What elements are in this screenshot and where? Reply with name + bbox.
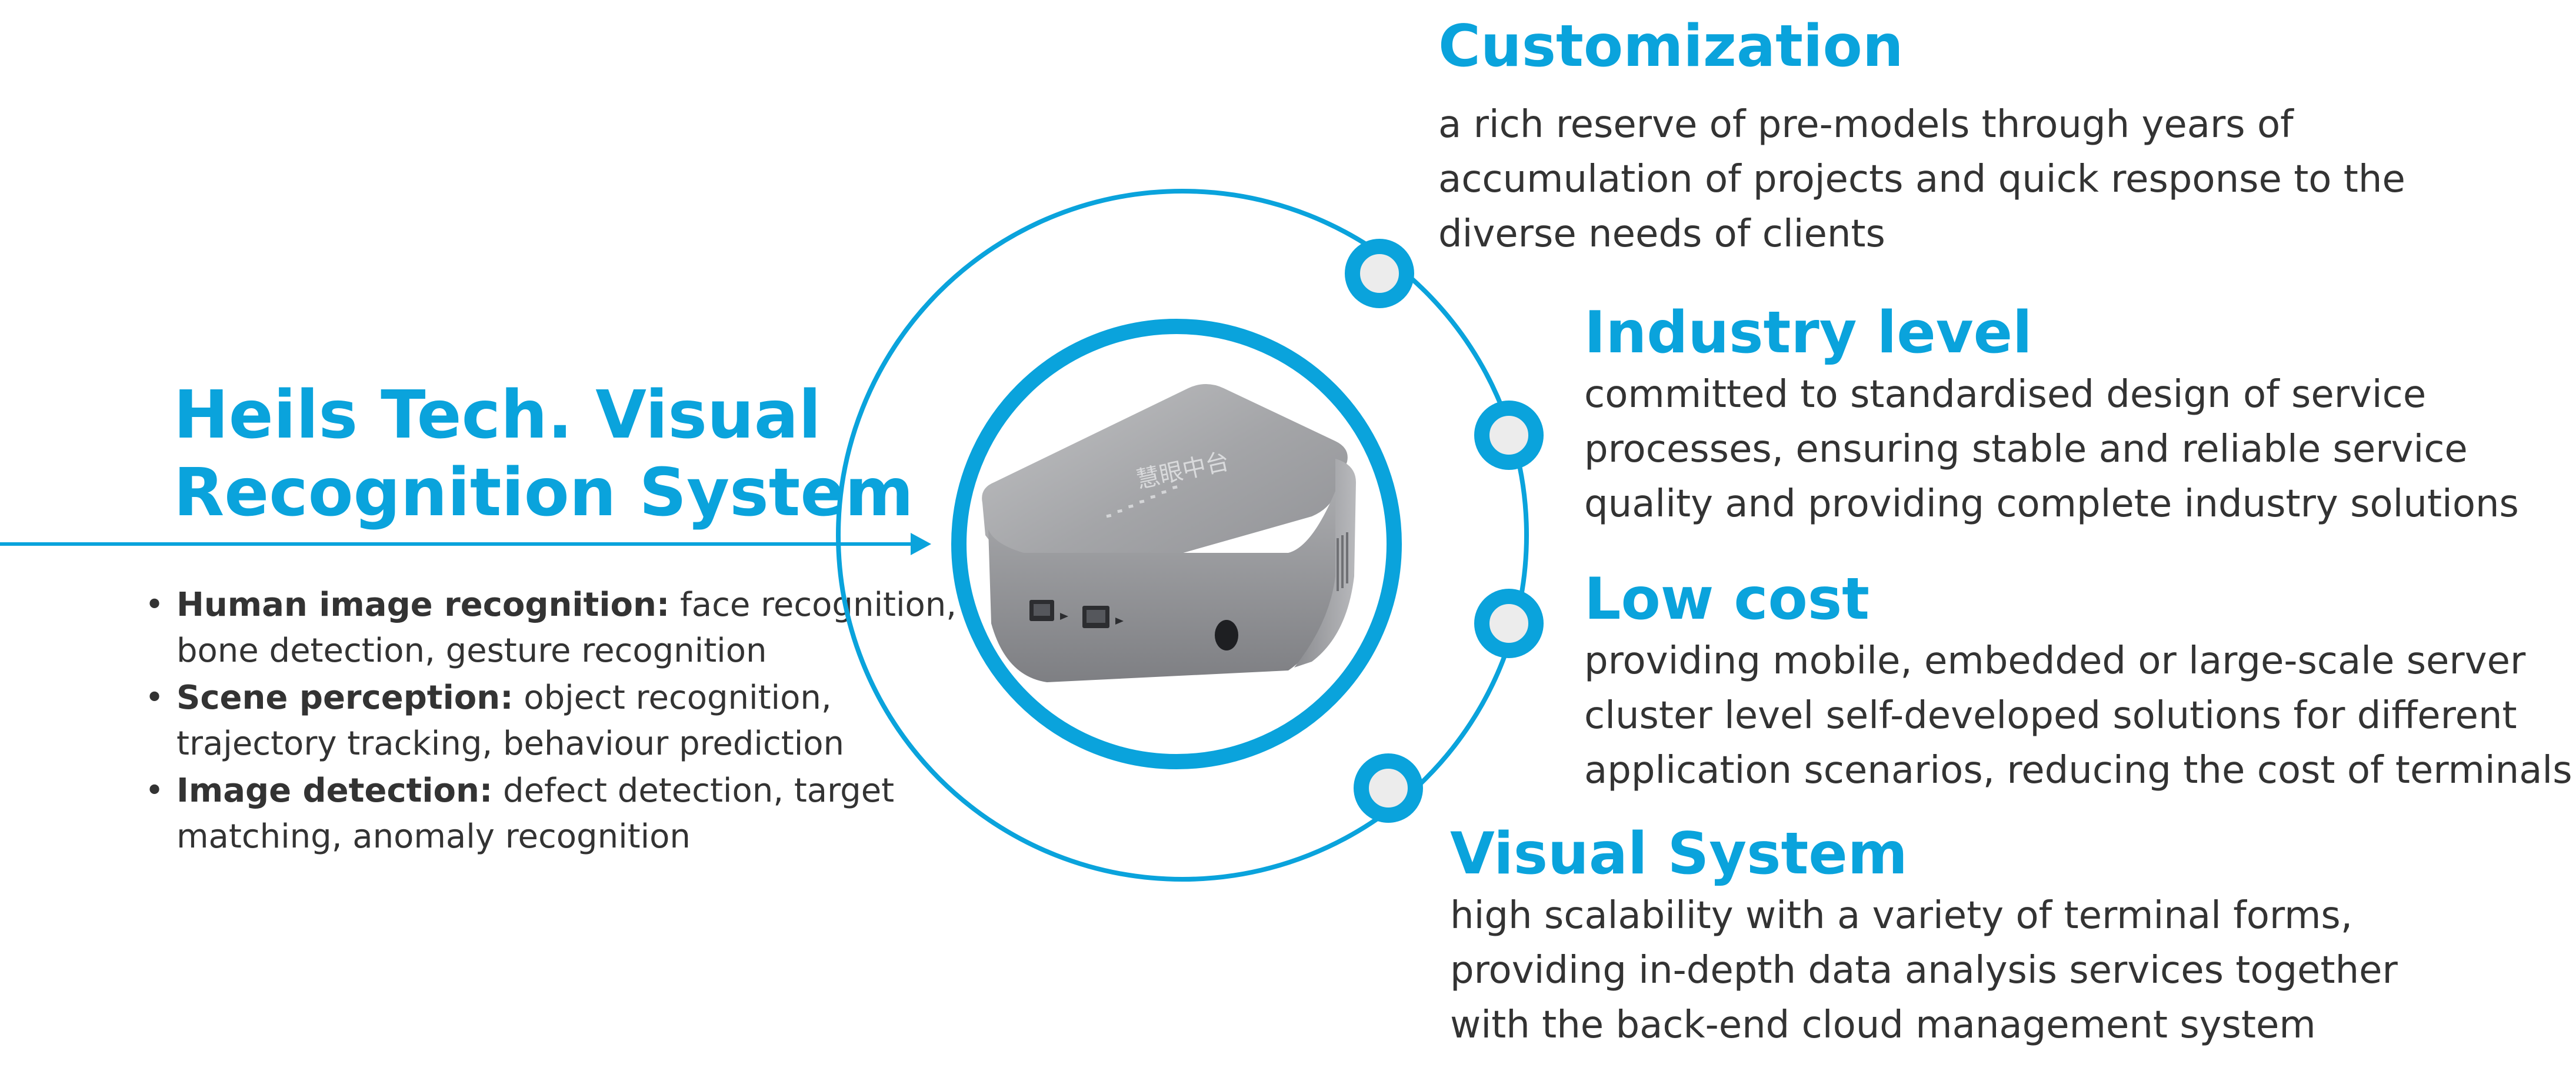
feature-title: Customization [1438,13,1904,80]
list-item: • Scene perception: object recognition, … [141,675,977,767]
feature-customization: Customization a rich reserve of pre-mode… [1438,12,2556,262]
bullet-icon: • [145,679,165,717]
list-item-lead: Image detection: [176,772,493,810]
bullet-icon: • [145,586,165,624]
list-item: • Image detection: defect detection, tar… [141,768,977,860]
device-image: 慧眼中台 [982,384,1356,682]
main-title: Heils Tech. Visual Recognition System [174,376,938,532]
inner-ring [951,319,1402,769]
list-item-lead: Scene perception: [176,679,514,717]
port-icon [1082,606,1109,628]
ring-node-icon [1474,589,1544,658]
list-item-lead: Human image recognition: [176,586,670,624]
main-title-line-2: Recognition System [174,455,914,531]
feature-description: high scalability with a variety of termi… [1450,894,2398,1047]
feature-description: a rich reserve of pre-models through yea… [1438,103,2405,256]
feature-low-cost: Low cost providing mobile, embedded or l… [1584,565,2572,798]
feature-title: Visual System [1450,820,1908,888]
vent-icon [1337,532,1348,591]
list-item: • Human image recognition: face recognit… [141,582,977,674]
feature-industry-level: Industry level committed to standardised… [1584,298,2572,532]
device-side [1294,459,1356,668]
list-item-text: face recognition, bone detection, gestur… [176,586,957,670]
bullet-icon: • [145,772,165,810]
outer-orbit [836,189,1529,882]
feature-title: Low cost [1584,566,1870,633]
feature-description: providing mobile, embedded or large-scal… [1584,639,2572,792]
ring-node-icon [1345,239,1414,308]
feature-visual-system: Visual System high scalability with a va… [1450,819,2568,1053]
list-item-text: defect detection, target matching, anoma… [176,772,895,856]
device-front-panel [988,491,1335,682]
main-title-line-1: Heils Tech. Visual [174,377,821,453]
lid-subtext-icon [1106,485,1178,518]
feature-title: Industry level [1584,299,2032,366]
arrow-head-icon [911,533,931,555]
port-icon [1029,600,1054,621]
capability-list: • Human image recognition: face recognit… [141,582,977,861]
ring-node-icon [1474,401,1544,470]
indicator-icon [1060,613,1124,625]
power-jack-icon [1215,620,1238,650]
ring-node-icon [1354,753,1423,823]
feature-description: committed to standardised design of serv… [1584,373,2519,526]
list-item-text: object recognition, trajectory tracking,… [176,679,845,763]
device-top [982,384,1348,590]
